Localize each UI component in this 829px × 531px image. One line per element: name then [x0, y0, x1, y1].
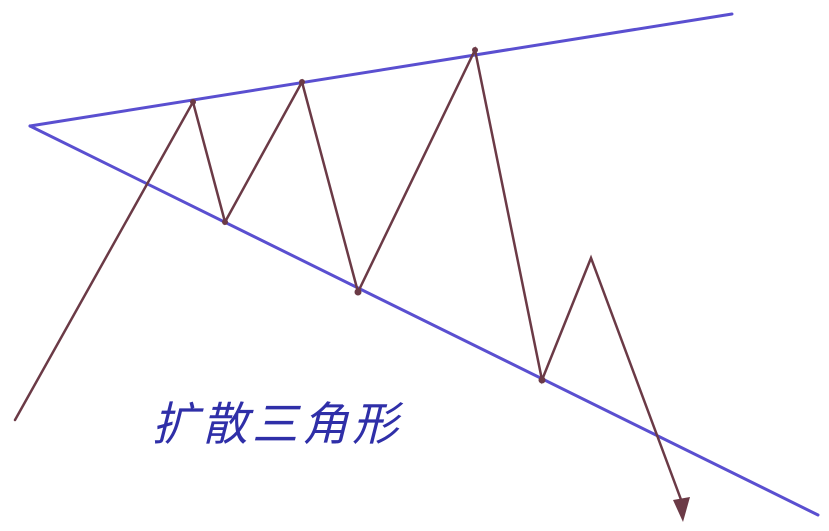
- diagram-label: 扩散三角形: [152, 397, 404, 451]
- touch-point: [538, 376, 546, 384]
- upper-trendline: [28, 12, 734, 128]
- touch-point: [354, 288, 362, 296]
- lower-trendline: [28, 124, 820, 517]
- touch-point: [299, 79, 305, 85]
- touch-point: [472, 47, 478, 53]
- touch-point: [222, 219, 228, 225]
- down-arrow-icon: [673, 497, 690, 522]
- touch-point: [190, 99, 196, 105]
